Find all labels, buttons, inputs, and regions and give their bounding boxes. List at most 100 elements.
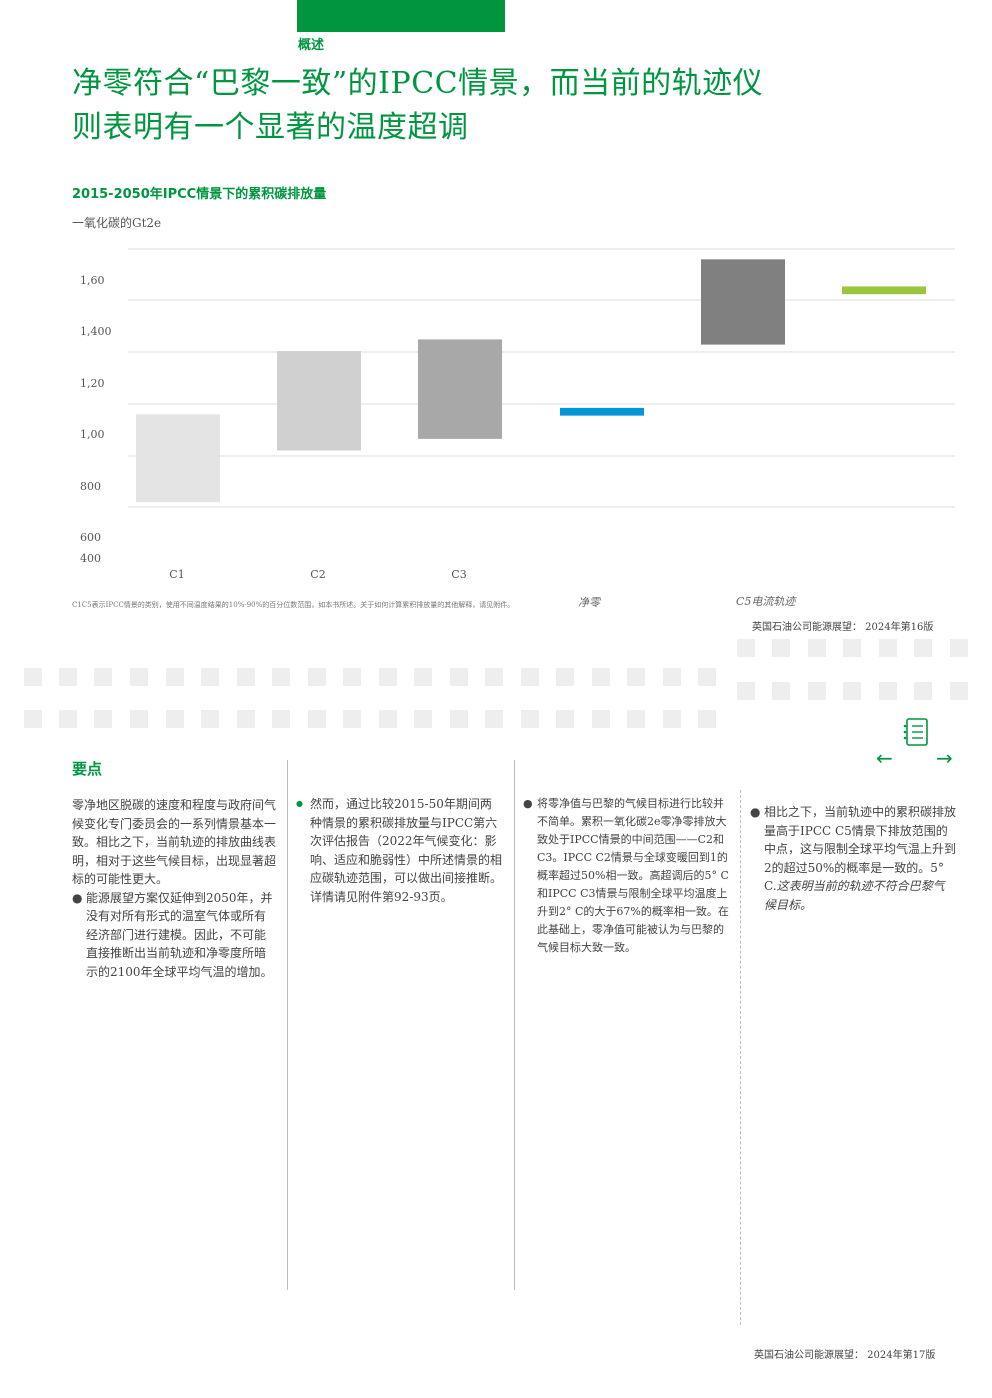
y-tick-label: 1,20: [80, 377, 105, 390]
bullet-dot-icon: ●: [523, 797, 533, 810]
bullet-dot-icon: ●: [750, 805, 761, 819]
decorative-square: [166, 710, 184, 728]
key-point-intro: 零净地区脱碳的速度和程度与政府间气候变化专门委员会的一系列情景基本一致。相比之下…: [72, 798, 277, 886]
decorative-square: [556, 710, 574, 728]
decorative-square: [379, 668, 397, 686]
decorative-square: [201, 668, 219, 686]
decorative-square: [94, 668, 112, 686]
decorative-square: [808, 639, 826, 657]
y-axis-unit-label: 一氧化碳的Gt2e: [72, 216, 162, 230]
column-divider: [740, 790, 741, 1325]
decorative-square: [592, 668, 610, 686]
decorative-square: [379, 710, 397, 728]
bullet-dot-icon: ●: [296, 799, 303, 808]
x-category-label: C3: [451, 568, 466, 581]
decorative-square: [59, 710, 77, 728]
decorative-square: [592, 710, 610, 728]
previous-page-arrow-icon[interactable]: ←: [876, 746, 893, 770]
key-point-bullet: 能源展望方案仅延伸到2050年，并没有对所有形式的温室气体或所有经济部门进行建模…: [86, 890, 273, 979]
decorative-square: [914, 682, 932, 700]
decorative-square: [843, 682, 861, 700]
y-tick-label: 800: [80, 480, 101, 493]
decorative-square: [166, 668, 184, 686]
decorative-square: [843, 639, 861, 657]
key-points-column-4: ● 相比之下，当前轨迹中的累积碳排放量高于IPCC C5情景下排放范围的中点，这…: [750, 803, 956, 914]
legend-net-zero: 净零: [578, 596, 600, 609]
range-bar-C2: [277, 351, 361, 451]
section-label: 概述: [298, 38, 325, 53]
decorative-square: [237, 710, 255, 728]
decorative-square: [808, 682, 826, 700]
decorative-square: [663, 668, 681, 686]
page-title-line-2: 则表明有一个显著的温度超调: [72, 110, 469, 145]
y-tick-label: 1,00: [80, 428, 105, 441]
key-points-title: 要点: [72, 760, 103, 778]
decorative-square: [237, 668, 255, 686]
bullet-dot-icon: ●: [72, 890, 83, 905]
decorative-square: [521, 710, 539, 728]
notes-list-icon[interactable]: [902, 716, 930, 748]
key-point-bullet-text: 相比之下，当前轨迹中的累积碳排放量高于IPCC C5情景下排放范围的中点，这与限…: [764, 805, 957, 893]
x-category-label: C1: [169, 568, 184, 581]
decorative-square: [663, 710, 681, 728]
range-bar-C3: [418, 339, 502, 439]
decorative-square: [24, 668, 42, 686]
decorative-square: [414, 710, 432, 728]
decorative-square: [879, 639, 897, 657]
decorative-square: [737, 639, 755, 657]
chart-title: 2015-2050年IPCC情景下的累积碳排放量: [72, 187, 327, 202]
key-point-bullet: 相比之下，当前轨迹中的累积碳排放量高于IPCC C5情景下排放范围的中点，这与限…: [764, 803, 956, 914]
decorative-square: [556, 668, 574, 686]
decorative-square: [130, 668, 148, 686]
decorative-square: [59, 668, 77, 686]
legend-c5-current-trajectory: C5电流轨迹: [736, 595, 796, 608]
range-bar-C5电流轨迹: [701, 259, 785, 345]
decorative-square: [950, 639, 968, 657]
decorative-square: [343, 710, 361, 728]
decorative-square: [950, 682, 968, 700]
chart-footnote: C1C5表示IPCC情景的类别，使用不同温度结果的10%-90%的百分位数范围，…: [72, 601, 515, 609]
decorative-square: [272, 668, 290, 686]
decorative-square: [879, 682, 897, 700]
column-divider: [287, 760, 288, 1290]
page-title-line-1: 净零符合“巴黎一致”的IPCC情景，而当前的轨迹仪: [72, 66, 764, 101]
decorative-square: [698, 668, 716, 686]
section-tab: [297, 0, 505, 32]
decorative-square: [521, 668, 539, 686]
range-bar-C1: [136, 414, 220, 503]
decorative-square: [94, 710, 112, 728]
decorative-square: [450, 668, 468, 686]
decorative-square: [130, 710, 148, 728]
decorative-square: [698, 710, 716, 728]
decorative-square: [414, 668, 432, 686]
key-points-column-2: ● 然而，通过比较2015-50年期间两种情景的累积碳排放量与IPCC第六次评估…: [296, 795, 502, 906]
decorative-square: [272, 710, 290, 728]
decorative-square: [201, 710, 219, 728]
y-tick-label: 1,60: [80, 274, 105, 287]
y-tick-label: 600: [80, 531, 101, 544]
source-citation-top: 英国石油公司能源展望： 2024年第16版: [752, 622, 934, 633]
key-point-emphasis: 这表明当前的轨迹不符合巴黎气候目标。: [764, 879, 945, 912]
decorative-square: [450, 710, 468, 728]
key-point-bullet: 将零净值与巴黎的气候目标进行比较并不简单。累积一氧化碳2e零净零排放大致处于IP…: [537, 797, 729, 954]
decorative-square: [914, 639, 932, 657]
decorative-square: [737, 682, 755, 700]
decorative-square: [485, 668, 503, 686]
source-citation-bottom: 英国石油公司能源展望： 2024年第17版: [754, 1350, 936, 1361]
y-tick-label: 1,400: [80, 325, 112, 338]
decorative-square: [627, 668, 645, 686]
next-page-arrow-icon[interactable]: →: [936, 746, 953, 770]
decorative-square: [24, 710, 42, 728]
key-points-column-3: ● 将零净值与巴黎的气候目标进行比较并不简单。累积一氧化碳2e零净零排放大致处于…: [523, 795, 729, 957]
decorative-square: [343, 668, 361, 686]
key-points-column-1: 零净地区脱碳的速度和程度与政府间气候变化专门委员会的一系列情景基本一致。相比之下…: [72, 796, 276, 981]
decorative-square: [627, 710, 645, 728]
decorative-square: [308, 710, 326, 728]
decorative-square: [308, 668, 326, 686]
x-category-label: C2: [310, 568, 325, 581]
decorative-square: [772, 639, 790, 657]
y-tick-label: 400: [80, 552, 101, 565]
decorative-square-pattern: [24, 639, 968, 728]
decorative-square: [485, 710, 503, 728]
